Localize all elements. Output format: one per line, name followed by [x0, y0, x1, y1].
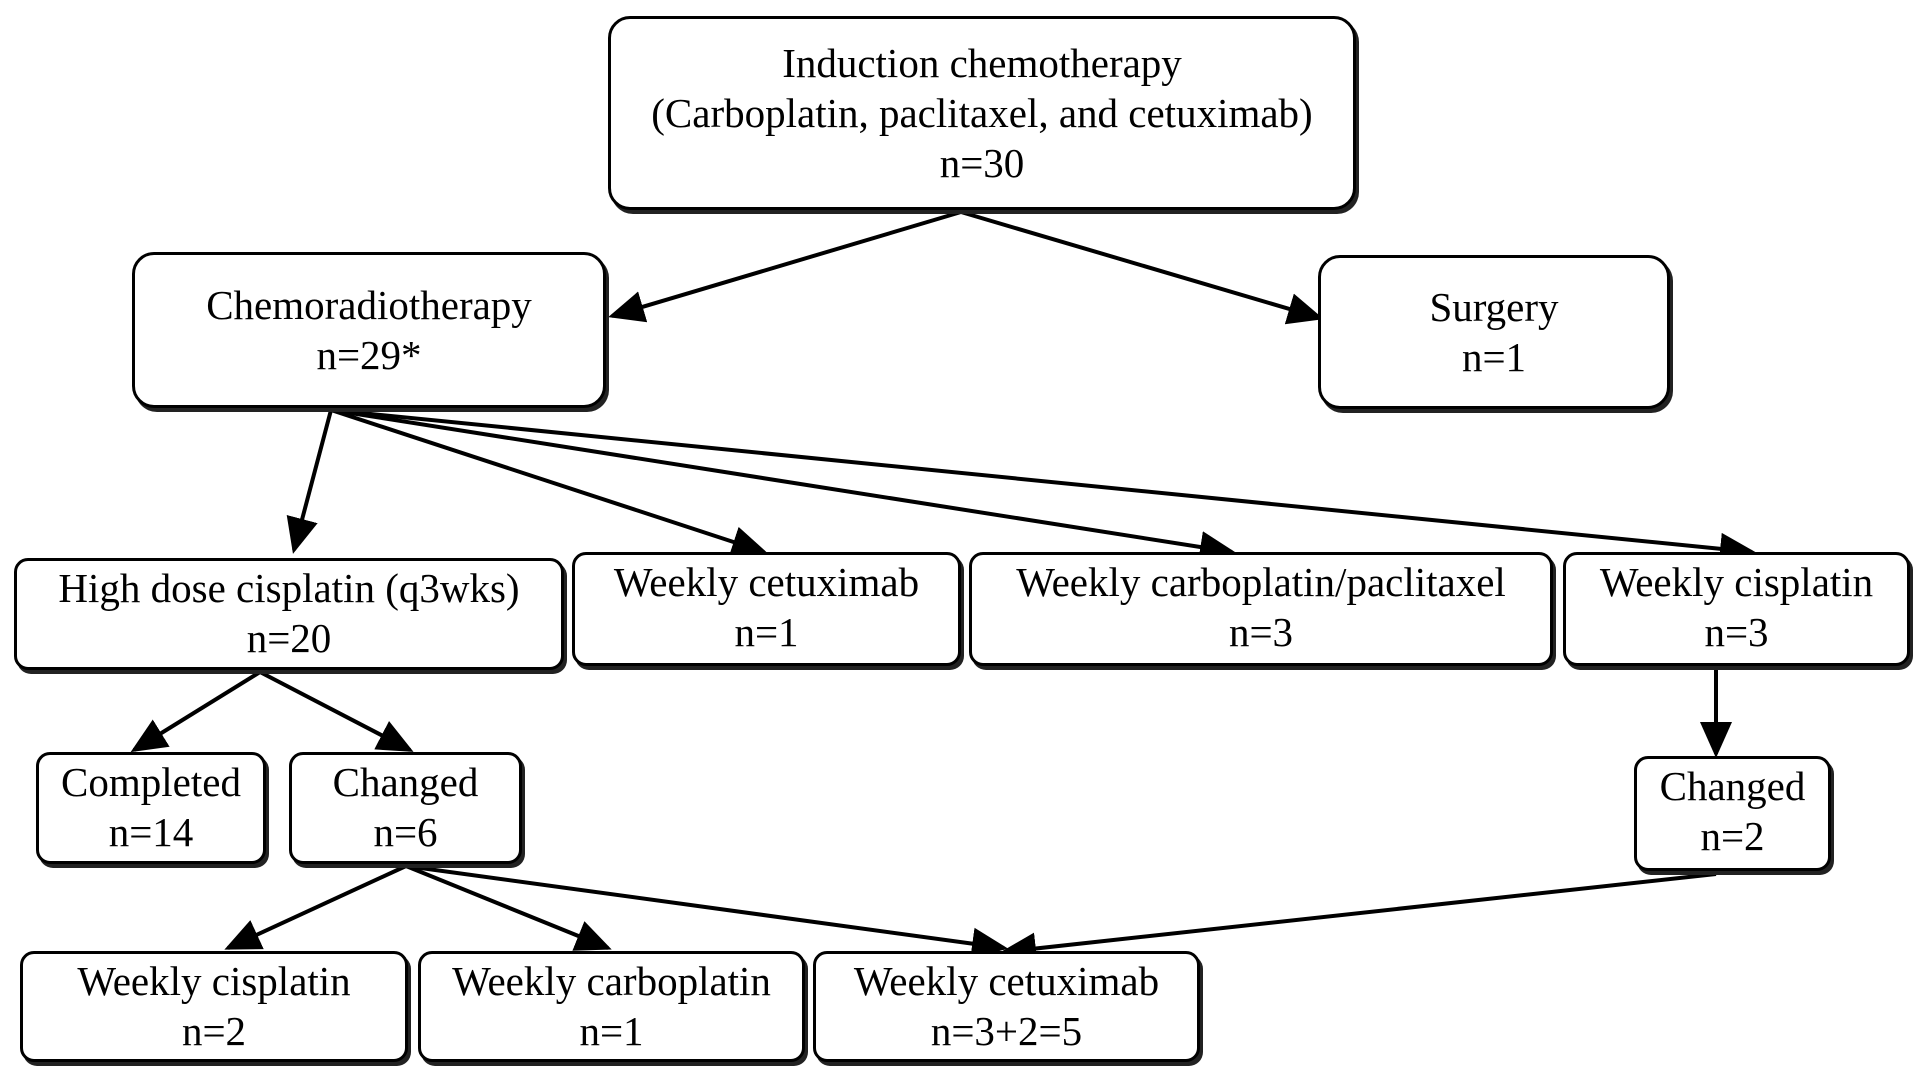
- node-label: Chemoradiotherapy: [206, 282, 532, 328]
- edge-induction-to-chemoradiotherapy: [608, 210, 962, 323]
- node-chemoradiotherapy: Chemoradiotherapy n=29*: [132, 252, 606, 408]
- node-label: Changed: [1659, 763, 1806, 809]
- node-count: n=1: [734, 609, 799, 655]
- node-completed: Completed n=14: [36, 752, 266, 864]
- node-label: Surgery: [1429, 284, 1559, 330]
- node-count: n=2: [1700, 813, 1765, 859]
- node-count: n=3: [1704, 609, 1769, 655]
- node-label: Weekly cetuximab: [853, 958, 1160, 1004]
- node-label: Completed: [61, 759, 241, 805]
- node-changed-high-dose: Changed n=6: [289, 752, 522, 864]
- node-weekly-cisplatin: Weekly cisplatin n=3: [1563, 552, 1910, 666]
- edge-chemoradiotherapy-to-weekly-carboplatin-paclitaxel: [330, 408, 1236, 563]
- edge-changed-a-to-weekly-carboplatin: [405, 864, 612, 951]
- node-count: n=20: [246, 615, 332, 661]
- node-weekly-carboplatin-paclitaxel: Weekly carboplatin/paclitaxel n=3: [969, 552, 1553, 666]
- edge-chemoradiotherapy-to-weekly-cisplatin-a: [330, 408, 1756, 565]
- edge-changed-a-to-weekly-cisplatin-b: [224, 864, 407, 950]
- node-count: n=3+2=5: [930, 1008, 1083, 1054]
- node-label: Weekly carboplatin: [452, 958, 771, 1004]
- edge-high-dose-cisplatin-to-completed: [130, 670, 262, 753]
- node-induction-chemotherapy: Induction chemotherapy (Carboplatin, pac…: [608, 16, 1356, 210]
- edge-high-dose-cisplatin-to-changed-a: [259, 670, 414, 752]
- node-high-dose-cisplatin: High dose cisplatin (q3wks) n=20: [14, 558, 564, 670]
- edge-chemoradiotherapy-to-weekly-cetuximab-a: [330, 408, 768, 558]
- edge-chemoradiotherapy-to-high-dose-cisplatin: [286, 409, 333, 554]
- node-label: Weekly cetuximab: [613, 559, 920, 605]
- node-label: Weekly carboplatin/paclitaxel: [1016, 559, 1506, 605]
- node-weekly-cetuximab: Weekly cetuximab n=1: [572, 552, 961, 666]
- node-weekly-carboplatin: Weekly carboplatin n=1: [418, 951, 805, 1062]
- node-label: Changed: [332, 759, 479, 805]
- node-count: n=1: [1461, 334, 1527, 380]
- node-label: (Carboplatin, paclitaxel, and cetuximab): [651, 90, 1313, 136]
- edge-changed-b-to-weekly-cetuximab-b: [1000, 872, 1717, 965]
- node-count: n=14: [108, 809, 194, 855]
- edge-changed-a-to-weekly-cetuximab-b: [405, 864, 1008, 960]
- node-surgery: Surgery n=1: [1318, 255, 1670, 409]
- node-label: Weekly cisplatin: [77, 958, 351, 1004]
- node-count: n=1: [579, 1008, 644, 1054]
- node-changed-weekly-cisplatin: Changed n=2: [1634, 756, 1831, 871]
- node-count: n=2: [181, 1008, 247, 1054]
- node-count: n=6: [373, 809, 438, 855]
- node-label: Weekly cisplatin: [1599, 559, 1874, 605]
- node-weekly-cisplatin-changed: Weekly cisplatin n=2: [20, 951, 408, 1062]
- node-label: High dose cisplatin (q3wks): [58, 565, 520, 611]
- node-weekly-cetuximab-changed: Weekly cetuximab n=3+2=5: [813, 951, 1200, 1062]
- node-count: n=3: [1228, 609, 1294, 655]
- node-count: n=30: [939, 140, 1025, 186]
- node-label: Induction chemotherapy: [782, 40, 1182, 86]
- node-count: n=29*: [316, 332, 422, 378]
- edge-induction-to-surgery: [960, 210, 1324, 325]
